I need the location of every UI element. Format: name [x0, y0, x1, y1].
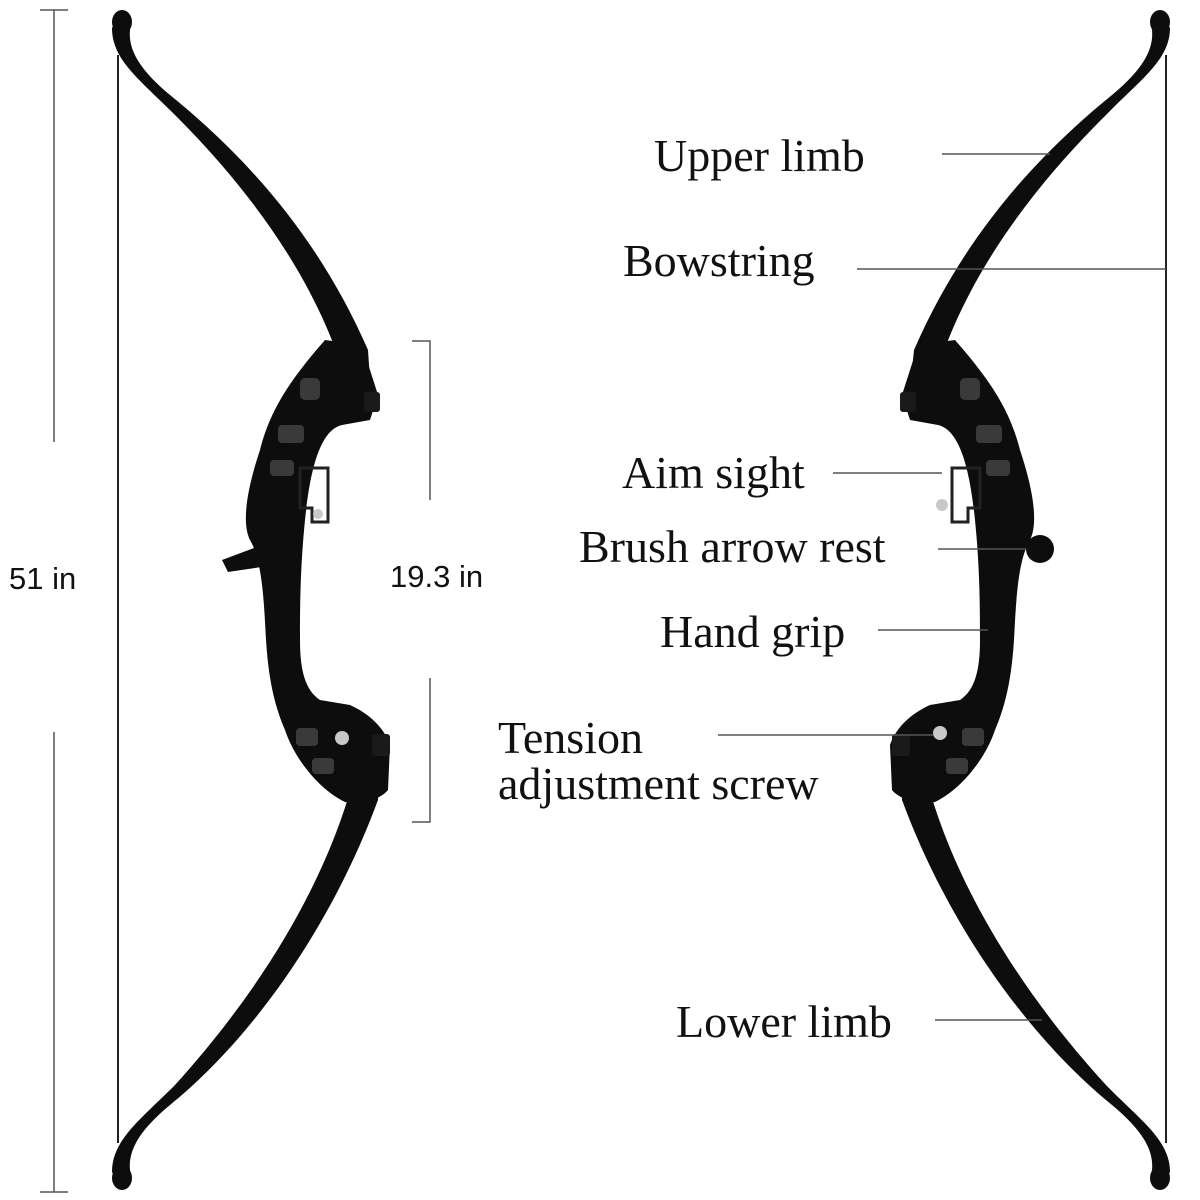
left-upper-limb [112, 15, 372, 413]
label-bowstring: Bowstring [623, 235, 815, 286]
leader-lines [718, 153, 1166, 1021]
right-lower-limb [900, 742, 1170, 1185]
right-upper-limb [908, 15, 1170, 413]
label-lower-limb: Lower limb [676, 996, 892, 1047]
riser-length-label: 19.3 in [390, 559, 484, 594]
riser-length-bracket [412, 340, 431, 823]
left-bow [112, 10, 390, 1190]
right-riser [890, 340, 1035, 803]
label-tension-line2: adjustment screw [498, 758, 819, 809]
label-tension-line1: Tension [498, 712, 643, 763]
overall-length-bracket [40, 9, 68, 1193]
label-aim-sight: Aim sight [622, 447, 805, 498]
left-riser [245, 340, 390, 803]
label-upper-limb: Upper limb [654, 130, 865, 181]
right-bow [890, 10, 1170, 1190]
overall-length-label: 51 in [9, 561, 77, 596]
left-lower-limb [112, 742, 380, 1185]
label-hand-grip: Hand grip [660, 606, 846, 657]
label-brush-arrow-rest: Brush arrow rest [579, 521, 886, 572]
